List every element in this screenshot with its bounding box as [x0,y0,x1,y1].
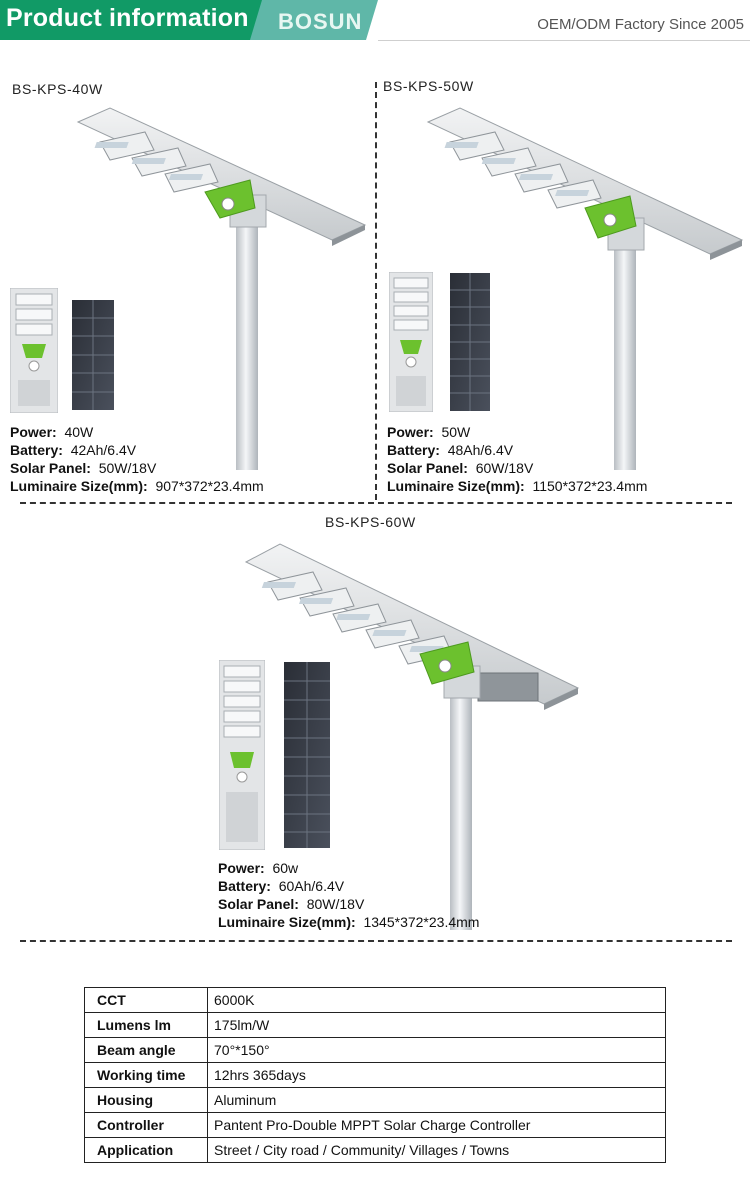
table-value: Pantent Pro-Double MPPT Solar Charge Con… [207,1112,666,1138]
spec-row-solar-panel: Solar Panel: 50W/18V [10,460,157,476]
table-key: Application [84,1137,208,1163]
street-light-60w-image [244,543,580,930]
solar-panel-50w-image [450,273,490,411]
spec-list-50w: Power: 50W Battery: 48Ah/6.4V Solar Pane… [387,423,647,495]
spec-row-luminaire-size: Luminaire Size(mm): 907*372*23.4mm [10,478,264,494]
spec-row-power: Power: 60w [218,860,299,876]
luminaire-front-50w-image [389,272,433,412]
table-value: 12hrs 365days [207,1062,666,1088]
table-value: 70°*150° [207,1037,666,1063]
table-value: Street / City road / Community/ Villages… [207,1137,666,1163]
spec-row-power: Power: 40W [10,424,94,440]
table-key: Working time [84,1062,208,1088]
product-model-60w: BS-KPS-60W [325,514,416,530]
spec-row-battery: Battery: 48Ah/6.4V [387,442,514,458]
table-value: 6000K [207,987,666,1013]
header-rule [378,40,750,41]
horizontal-divider-bottom [20,940,732,942]
table-value: Aluminum [207,1087,666,1113]
table-value: 175lm/W [207,1012,666,1038]
spec-row-power: Power: 50W [387,424,471,440]
table-key: CCT [84,987,208,1013]
spec-row-solar-panel: Solar Panel: 80W/18V [218,896,365,912]
street-light-50w-image [426,107,744,470]
header-title-band [0,0,262,40]
spec-row-luminaire-size: Luminaire Size(mm): 1150*372*23.4mm [387,478,648,494]
table-key: Housing [84,1087,208,1113]
spec-row-battery: Battery: 60Ah/6.4V [218,878,345,894]
product-model-50w: BS-KPS-50W [383,78,474,94]
vertical-divider [375,82,377,500]
solar-panel-60w-image [284,662,330,848]
horizontal-divider-top [20,502,732,504]
luminaire-front-40w-image [10,288,58,413]
page-title: Product information [6,4,249,32]
solar-panel-40w-image [72,300,114,410]
table-key: Controller [84,1112,208,1138]
luminaire-front-60w-image [219,660,265,850]
spec-list-60w: Power: 60w Battery: 60Ah/6.4V Solar Pane… [218,859,479,931]
spec-row-solar-panel: Solar Panel: 60W/18V [387,460,534,476]
header-brand-band [250,0,378,40]
spec-row-luminaire-size: Luminaire Size(mm): 1345*372*23.4mm [218,914,480,930]
table-key: Beam angle [84,1037,208,1063]
spec-row-battery: Battery: 42Ah/6.4V [10,442,137,458]
street-light-40w-image [76,107,367,470]
spec-list-40w: Power: 40W Battery: 42Ah/6.4V Solar Pane… [10,423,264,495]
brand-logo-text: BOSUN [278,9,363,34]
header-tagline: OEM/ODM Factory Since 2005 [537,16,744,33]
product-model-40w: BS-KPS-40W [12,81,103,97]
table-key: Lumens lm [84,1012,208,1038]
